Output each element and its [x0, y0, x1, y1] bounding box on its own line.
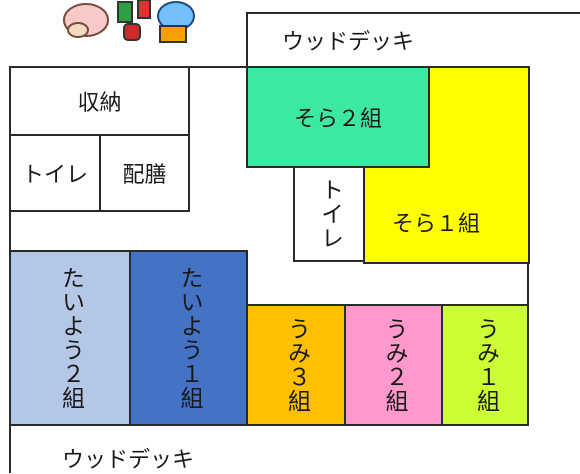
wood-deck-top	[246, 12, 580, 70]
toilet-left: トイレ	[9, 134, 101, 212]
toilet-right: トイレ	[293, 166, 365, 262]
wood-deck-bottom-label: ウッドデッキ	[62, 448, 195, 473]
serving-room: 配膳	[99, 134, 190, 212]
sora1-fill-cover	[430, 166, 528, 170]
serving-label: 配膳	[122, 163, 167, 188]
room-umi2-label: うみ２組	[381, 317, 407, 413]
room-umi1-label: うみ１組	[472, 317, 499, 413]
toilet-right-label: トイレ	[316, 178, 343, 250]
room-taiyou2: たいよう２組	[9, 250, 131, 426]
room-umi3: うみ３組	[246, 304, 346, 426]
room-taiyou1-label: たいよう１組	[176, 266, 202, 410]
storage-label: 収納	[77, 91, 122, 116]
room-sora2-label: そら２組	[293, 107, 382, 132]
wood-deck-top-label: ウッドデッキ	[282, 30, 415, 55]
room-umi1: うみ１組	[441, 304, 529, 426]
room-sora1-lower	[363, 166, 530, 264]
room-taiyou1: たいよう１組	[129, 250, 248, 426]
room-umi3-label: うみ３組	[283, 317, 310, 413]
children-playing-illustration	[63, 0, 195, 43]
toilet-left-label: トイレ	[21, 163, 88, 188]
storage-room: 収納	[9, 66, 190, 136]
room-taiyou2-label: たいよう２組	[57, 266, 84, 410]
room-sora1-label: そら１組	[392, 212, 481, 237]
room-umi2: うみ２組	[344, 304, 443, 426]
room-sora2: そら２組	[246, 66, 430, 168]
outline-right	[527, 262, 529, 306]
